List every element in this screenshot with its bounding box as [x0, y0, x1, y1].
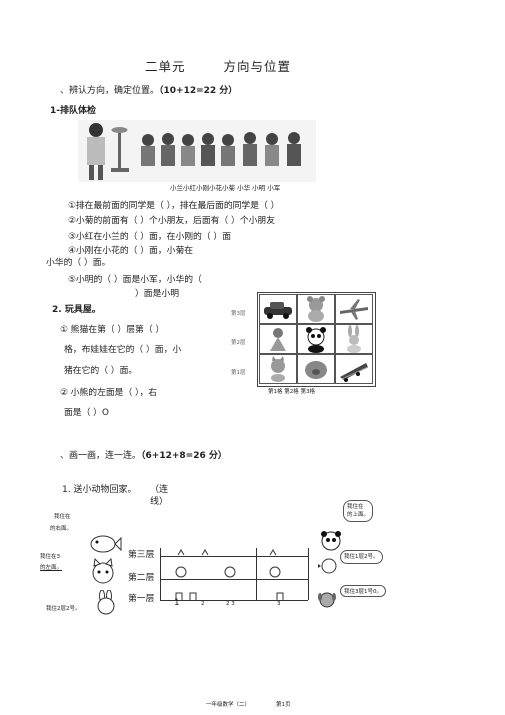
q1-line-6: ⑤小明的（ ）面是小军，小华的（	[68, 275, 202, 285]
section2-score: （6+12+8=26 分）	[141, 451, 227, 461]
q1-line-3: ③小红在小兰的（ ）面，在小刚的（ ）面	[68, 232, 232, 242]
cat-icon	[271, 356, 285, 382]
page-title: 二单元 方向与位置	[145, 56, 291, 75]
toy-rabbit-cell	[335, 324, 373, 354]
bubble-right-top: 我住在 的上面。	[343, 500, 374, 522]
topic-title: 方向与位置	[223, 59, 292, 74]
grid-column-labels: 第1格 第2格 第3格	[268, 389, 315, 395]
q1-line-2: ②小菊的前面有（ ）个小朋友，后面有（ ）个小朋友	[68, 216, 276, 226]
q1-line-4: ④小刚在小花的（ ）面，小菊在	[68, 246, 194, 256]
unit-title: 二单元	[145, 59, 186, 74]
toy-house-grid	[257, 292, 376, 387]
train-icon	[340, 363, 369, 382]
bubble-left-top-line2: 的右面。	[50, 526, 73, 532]
q2-line-3: 猪在它的（ ）面。	[64, 366, 138, 376]
floor-third: 第三层	[128, 550, 155, 560]
chick-icon	[318, 558, 337, 574]
q3-label-text: 1. 送小动物回家。	[62, 485, 137, 495]
rabbit-icon	[97, 590, 115, 615]
q1-line-7: ）面是小明	[135, 289, 179, 299]
house-number-3: 3	[277, 601, 281, 607]
plane-icon	[340, 299, 368, 320]
section2-text: 、画一画，连一连。	[60, 451, 142, 461]
building-wall-right	[308, 548, 309, 600]
pig-icon	[305, 361, 327, 379]
q3-hint-1: （连	[150, 485, 169, 495]
toy-train-cell	[335, 354, 373, 384]
house-number-1: 1	[174, 598, 180, 608]
section2-heading: 、画一画，连一连。（6+12+8=26 分）	[60, 448, 227, 461]
bubble-right-top-line1: 我住在	[347, 504, 364, 510]
dog-icon	[318, 592, 336, 608]
building-wall-left	[160, 548, 161, 600]
toy-doll-cell	[259, 324, 297, 354]
bubble-left-bottom: 我住2层2号。	[46, 606, 81, 612]
q2-line-5: 面是（ ）O	[64, 408, 109, 418]
house-number-2: 2	[201, 601, 205, 607]
section1-heading: 、辨认方向，确定位置。（10+12=22 分）	[60, 83, 237, 96]
q2-label: 2. 玩具屋。	[52, 305, 101, 315]
children-line-illustration	[78, 120, 316, 182]
bubble-right-top-line2: 的上面。	[347, 512, 370, 518]
footer-subject: 一年级数学（二）	[206, 702, 251, 708]
toy-pig-cell	[297, 354, 335, 384]
toy-car-cell	[259, 294, 297, 324]
floor-second: 第二层	[128, 573, 155, 583]
rabbit-icon	[347, 325, 361, 353]
floor-line-1	[160, 600, 308, 601]
doctor-figure	[87, 123, 105, 180]
q1-line-1: ①排在最前面的同学是（ ），排在最后面的同学是（ ）	[68, 201, 280, 211]
bubble-left-mid-line2: 的左面。	[40, 565, 63, 571]
toy-panda-cell	[297, 324, 335, 354]
toy-bear-cell	[297, 294, 335, 324]
car-icon	[264, 302, 292, 319]
scale-figure	[111, 127, 129, 172]
floor-label-3: 第3层	[231, 311, 246, 317]
q3-hint-2: 线）	[150, 497, 169, 507]
building-wall-mid	[256, 548, 257, 600]
bubble-right-mid: 我住1层2号。	[340, 550, 383, 564]
q1-label: 1-排队体检	[50, 106, 96, 116]
house-number-2-3: 2 3	[226, 601, 235, 607]
q2-line-4: ② 小熊的左面是（ ），右	[60, 388, 158, 398]
footer-page: 第1页	[276, 702, 291, 708]
cat-icon	[92, 558, 114, 584]
q2-line-2: 格，布娃娃在它的（ ）面，小	[64, 345, 182, 355]
bubble-right-bottom: 我住3层1号0。	[340, 585, 386, 597]
bubble-left-mid-line1: 我住在3	[40, 554, 60, 560]
fish-icon	[90, 535, 122, 553]
floor-label-1: 第1层	[231, 370, 246, 376]
children-names: 小兰小红小刚小花小菊 小华 小明 小军	[170, 184, 281, 192]
floor-line-3	[160, 556, 308, 557]
bubble-left-top-line1: 我住在	[54, 514, 71, 520]
q3-label: 1. 送小动物回家。	[62, 482, 136, 495]
q2-line-1: ① 熊猫在第（ ）层第（ ）	[60, 325, 165, 335]
section1-score: （10+12=22 分）	[159, 86, 238, 96]
doll-icon	[270, 328, 286, 351]
building-marks	[175, 549, 284, 600]
panda-icon	[321, 531, 341, 551]
floor-line-2	[160, 579, 308, 580]
panda-icon	[306, 327, 326, 353]
bear-icon	[307, 296, 325, 322]
floor-label-2: 第2层	[231, 340, 246, 346]
toy-cat-cell	[259, 354, 297, 384]
section1-text: 、辨认方向，确定位置。	[60, 86, 160, 96]
floor-first: 第一层	[128, 594, 155, 604]
q1-line-5: 小华的（ ）面。	[46, 258, 111, 268]
toy-plane-cell	[335, 294, 373, 324]
